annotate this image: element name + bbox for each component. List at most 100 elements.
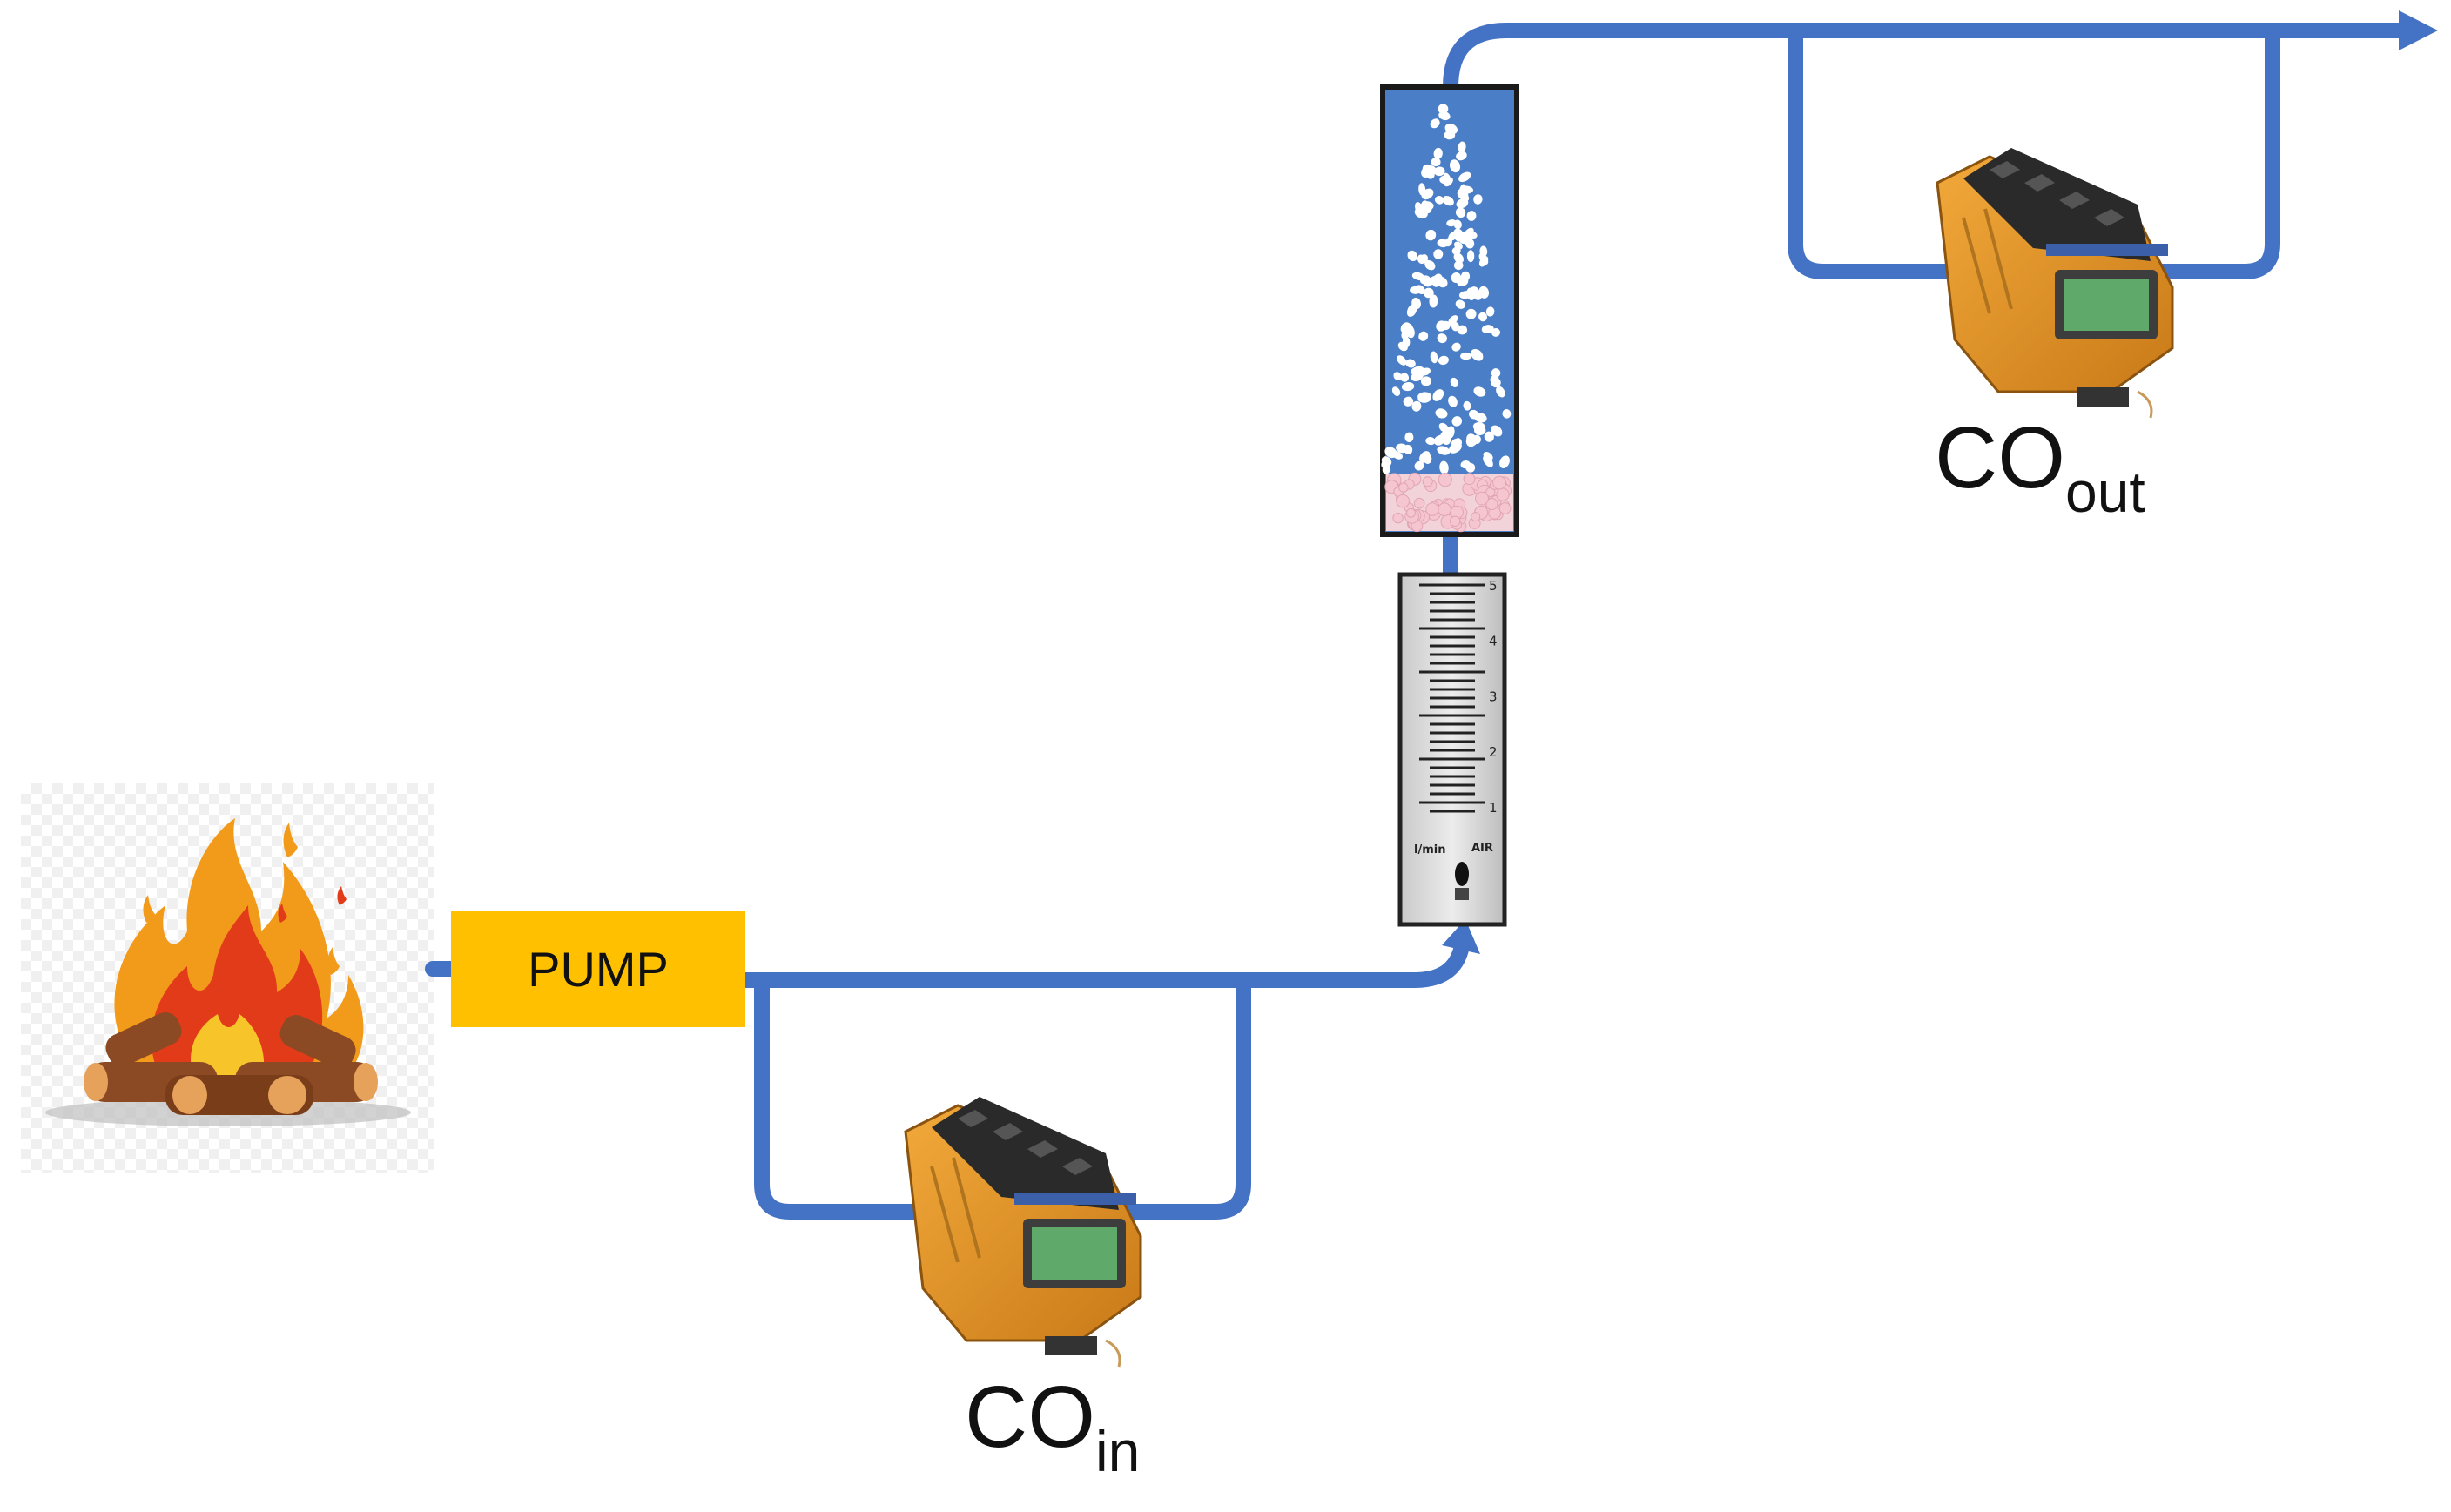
co-in-prefix: CO xyxy=(965,1368,1095,1466)
pellet xyxy=(1451,342,1461,352)
pellet xyxy=(1400,322,1411,333)
pellet xyxy=(1438,502,1451,517)
pellet xyxy=(1478,252,1489,265)
pump-label: PUMP xyxy=(528,942,669,997)
pellet xyxy=(1432,389,1444,401)
pellet xyxy=(1466,250,1475,263)
pump-box: PUMP xyxy=(451,911,745,1027)
pellet xyxy=(1466,211,1477,221)
pellet xyxy=(1384,447,1397,459)
pellet xyxy=(1399,373,1410,382)
co-in-subscript: in xyxy=(1095,1419,1140,1483)
pellet xyxy=(1420,201,1434,211)
pellet xyxy=(1438,355,1449,366)
pellet xyxy=(1396,494,1410,508)
pellet xyxy=(1425,437,1436,446)
pellet xyxy=(1418,183,1426,196)
pellet xyxy=(1458,141,1466,153)
pellet xyxy=(1502,409,1512,419)
pellet xyxy=(1458,171,1471,183)
pellet xyxy=(1475,491,1489,506)
pellet xyxy=(1496,487,1510,501)
pellet xyxy=(1431,158,1441,167)
pellet xyxy=(1419,254,1429,264)
pellet xyxy=(1485,487,1496,498)
rotameter-medium: AIR xyxy=(1471,842,1493,855)
pellet xyxy=(1491,368,1501,378)
pellet xyxy=(1429,294,1438,308)
pellet xyxy=(1430,351,1438,364)
pellet xyxy=(1449,159,1461,173)
pellet xyxy=(1444,238,1452,247)
pellet xyxy=(1418,331,1429,341)
pellet xyxy=(1419,451,1431,463)
pellet xyxy=(1460,271,1471,282)
pellet xyxy=(1451,439,1462,450)
pellet xyxy=(1453,252,1465,264)
pellet xyxy=(1381,456,1392,467)
pellet xyxy=(1437,446,1451,455)
pellet xyxy=(1463,400,1471,411)
pellet xyxy=(1403,396,1414,407)
pellet xyxy=(1438,104,1449,114)
pellet xyxy=(1460,460,1471,469)
pellet xyxy=(1466,433,1478,447)
pellet xyxy=(1465,308,1477,319)
pellet xyxy=(1411,297,1421,310)
pellet xyxy=(1491,425,1503,437)
pellet xyxy=(1496,386,1505,398)
pellet xyxy=(1422,476,1433,487)
pellet xyxy=(1485,306,1495,317)
outlet-arrow-icon xyxy=(2399,10,2438,50)
pellet xyxy=(1404,432,1414,442)
pellet xyxy=(1413,497,1425,509)
packed-column-icon xyxy=(1380,84,1519,537)
pellet xyxy=(1443,172,1451,185)
pellet xyxy=(1485,498,1498,510)
pellet xyxy=(1460,192,1470,202)
pellet xyxy=(1455,207,1466,218)
pellet xyxy=(1453,241,1463,250)
pellet xyxy=(1397,355,1407,366)
pipe-column-to-outlet xyxy=(1443,23,2415,95)
pellet xyxy=(1398,482,1409,493)
pellet xyxy=(1419,275,1431,285)
pellet xyxy=(1459,234,1471,245)
pellet xyxy=(1438,473,1452,487)
pellet xyxy=(1401,382,1415,392)
pellet xyxy=(1472,422,1485,432)
pellet xyxy=(1425,502,1439,516)
rotameter-scale-label: 2 xyxy=(1489,744,1498,760)
pellet xyxy=(1433,147,1443,159)
pellet xyxy=(1423,287,1434,299)
pellet xyxy=(1402,336,1411,348)
pellet xyxy=(1471,349,1484,361)
pellet xyxy=(1434,196,1444,205)
rotameter-unit: l/min xyxy=(1414,843,1445,857)
rotameter-scale-label: 4 xyxy=(1489,634,1498,649)
pellet xyxy=(1396,443,1409,454)
rotameter-scale-label: 1 xyxy=(1489,800,1498,816)
pellet xyxy=(1457,325,1468,335)
pellet xyxy=(1442,195,1454,206)
pellet xyxy=(1415,202,1423,214)
pellet xyxy=(1481,325,1494,334)
pellet xyxy=(1474,413,1487,423)
co-out-prefix: CO xyxy=(1935,409,2065,507)
pellet xyxy=(1406,507,1416,518)
pellet xyxy=(1451,272,1462,283)
pellet xyxy=(1433,249,1444,259)
pellet xyxy=(1437,333,1448,344)
pellet xyxy=(1425,229,1437,241)
pellet xyxy=(1450,515,1461,527)
pellet xyxy=(1499,455,1510,468)
pellet xyxy=(1478,286,1490,299)
pellet xyxy=(1436,276,1448,288)
campfire-icon xyxy=(21,783,434,1173)
co-out-subscript: out xyxy=(2065,460,2145,524)
pellet xyxy=(1471,512,1481,522)
pellet xyxy=(1491,327,1500,337)
pellet xyxy=(1414,460,1424,471)
